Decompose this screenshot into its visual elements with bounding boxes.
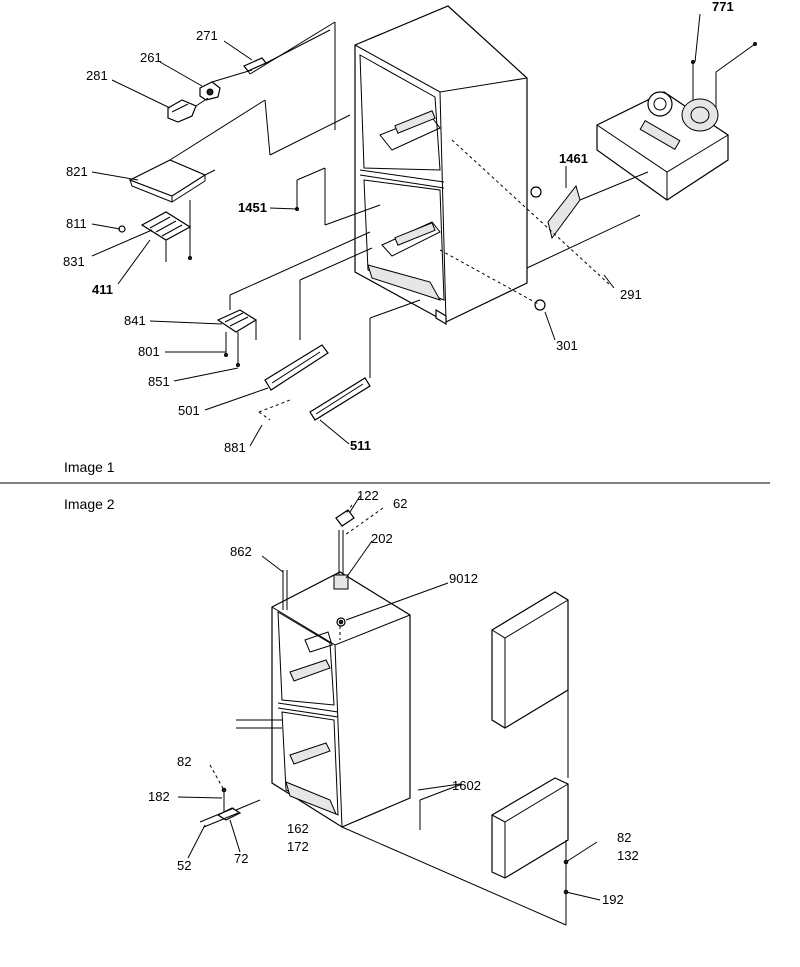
leader-lines-1 bbox=[91, 13, 701, 447]
fastener-dots-1 bbox=[188, 60, 695, 367]
part-862-hinge-pin bbox=[282, 570, 288, 610]
callout-62: 62 bbox=[393, 496, 407, 511]
image-1-caption: Image 1 bbox=[64, 459, 115, 475]
callout-771: 771 bbox=[712, 0, 734, 14]
callout-281: 281 bbox=[86, 68, 108, 83]
callout-261: 261 bbox=[140, 50, 162, 65]
image-1-diagram: 771 271 261 281 821 811 831 411 1451 146… bbox=[63, 0, 757, 475]
callout-411: 411 bbox=[92, 282, 113, 297]
leader-lines-2 bbox=[177, 495, 601, 901]
part-281-housing bbox=[167, 99, 197, 123]
part-1461-panel bbox=[547, 184, 581, 240]
callout-271: 271 bbox=[196, 28, 218, 43]
callout-9012: 9012 bbox=[449, 571, 478, 586]
callout-301: 301 bbox=[556, 338, 578, 353]
callout-1461: 1461 bbox=[559, 151, 588, 166]
callout-821: 821 bbox=[66, 164, 88, 179]
part-261-thermostat bbox=[199, 81, 221, 101]
refrigerator-cabinet-2 bbox=[236, 571, 411, 828]
lower-door bbox=[491, 777, 569, 879]
callout-851: 851 bbox=[148, 374, 170, 389]
image-2-caption: Image 2 bbox=[64, 496, 115, 512]
callout-801: 801 bbox=[138, 344, 160, 359]
fastener-dots-2 bbox=[221, 619, 569, 895]
exploded-lines-2 bbox=[209, 504, 569, 926]
callout-202: 202 bbox=[371, 531, 393, 546]
callout-831: 831 bbox=[63, 254, 85, 269]
callout-291: 291 bbox=[620, 287, 642, 302]
callout-132: 132 bbox=[617, 848, 639, 863]
callout-172: 172 bbox=[287, 839, 309, 854]
bottom-hinge-assembly bbox=[199, 790, 261, 828]
callout-82-left: 82 bbox=[177, 754, 191, 769]
part-501-rail bbox=[264, 344, 329, 391]
callout-1602: 1602 bbox=[452, 778, 481, 793]
callout-82-right: 82 bbox=[617, 830, 631, 845]
callout-862: 862 bbox=[230, 544, 252, 559]
upper-door bbox=[491, 591, 569, 729]
callout-182: 182 bbox=[148, 789, 170, 804]
part-291-bumper bbox=[530, 186, 542, 198]
callout-72: 72 bbox=[234, 851, 248, 866]
exploded-lines bbox=[165, 21, 694, 421]
compressor-assembly bbox=[596, 42, 757, 201]
callout-122: 122 bbox=[357, 488, 379, 503]
part-511-rail bbox=[309, 377, 371, 421]
image-2-diagram: Image 2 bbox=[64, 488, 639, 926]
callout-192: 192 bbox=[602, 892, 624, 907]
part-821-cover bbox=[128, 159, 207, 203]
part-841-bracket bbox=[216, 309, 258, 365]
callout-881: 881 bbox=[224, 440, 246, 455]
callout-511: 511 bbox=[350, 438, 371, 453]
callout-841: 841 bbox=[124, 313, 146, 328]
callout-52: 52 bbox=[177, 858, 191, 873]
part-831-pan bbox=[140, 211, 192, 241]
callout-1451: 1451 bbox=[238, 200, 267, 215]
callout-162: 162 bbox=[287, 821, 309, 836]
refrigerator-cabinet bbox=[354, 5, 528, 326]
callout-501: 501 bbox=[178, 403, 200, 418]
callout-811: 811 bbox=[66, 216, 87, 231]
